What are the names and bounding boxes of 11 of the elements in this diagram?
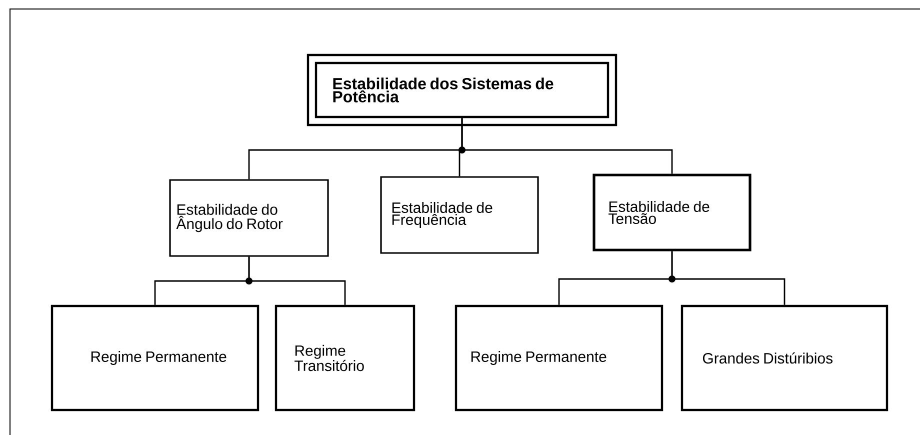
category-box: Estabilidade de Tensão <box>592 174 752 252</box>
connector-line <box>461 118 673 174</box>
category-box: Regime Permanente <box>454 304 664 412</box>
category-box: Estabilidade do Ângulo do Rotor <box>169 179 329 257</box>
connector-line <box>671 251 786 305</box>
category-box: Regime Transitório <box>274 304 416 412</box>
category-box: Regime Permanente <box>50 304 260 412</box>
category-box: Estabilidade de Frequência <box>380 176 539 254</box>
connector-line <box>248 256 346 305</box>
title-box: Estabilidade dos Sistemas de Potência <box>306 54 618 126</box>
category-box: Grandes Distúribios <box>680 304 888 412</box>
